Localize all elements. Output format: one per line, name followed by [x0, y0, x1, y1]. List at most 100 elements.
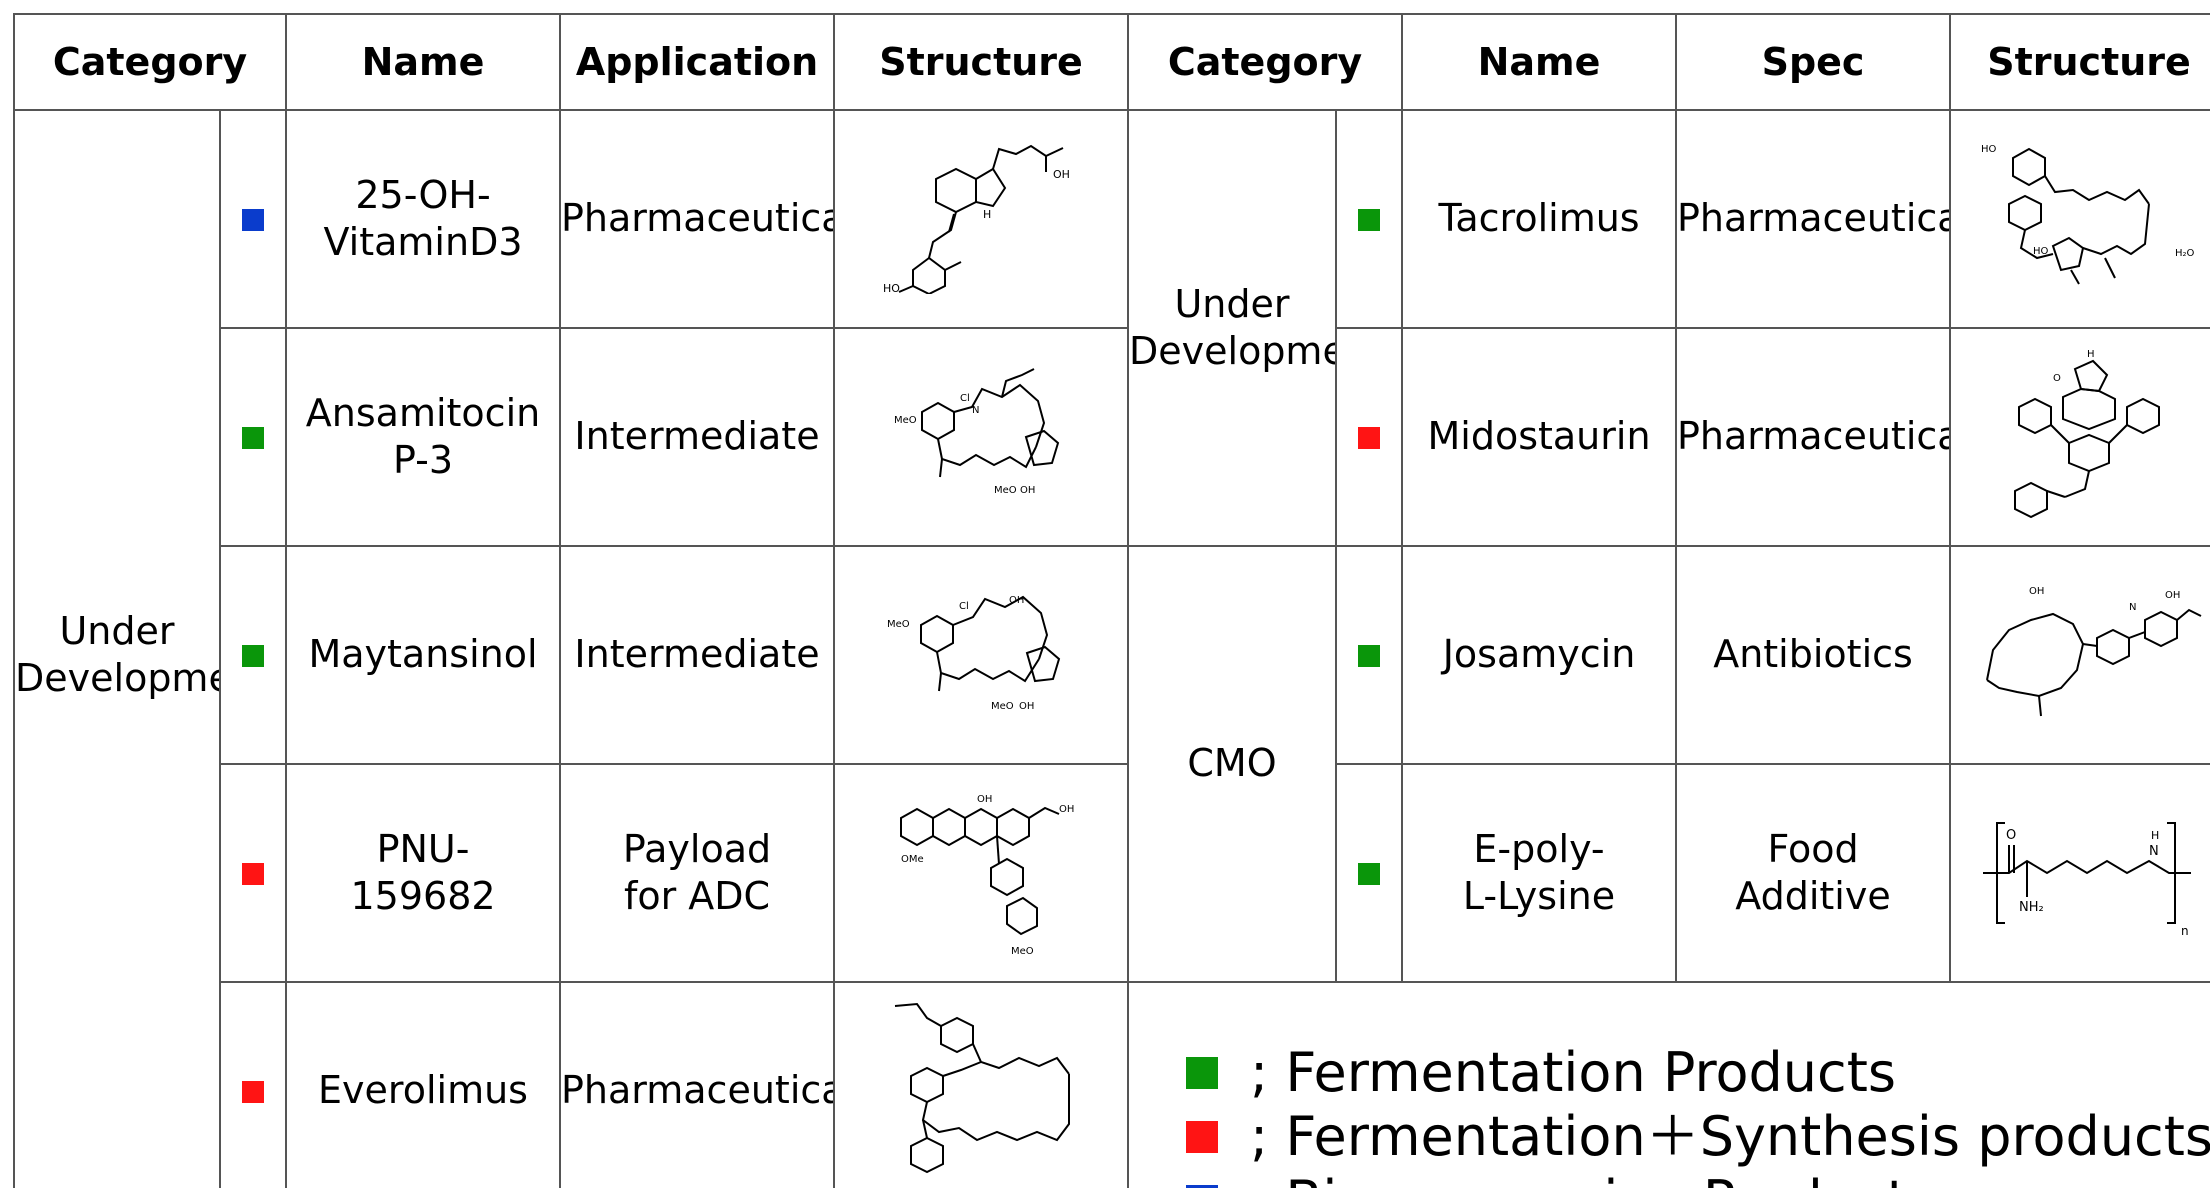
- table-row: Under Development 25-OH- VitaminD3 Pharm…: [13, 109, 1130, 1188]
- vitamin-d3-structure-icon: OH HO H: [883, 144, 1070, 294]
- right-product-table: Category Name Spec Structure Under Devel…: [1126, 13, 2210, 1188]
- legend-marker-square: [1186, 1121, 1218, 1153]
- legend-item: ; Fermentation＋Synthesis products: [1186, 1105, 2210, 1169]
- header-name: Name: [1401, 13, 1678, 111]
- n-label: N: [972, 405, 979, 416]
- structure-cell: OH OH N: [1949, 545, 2210, 765]
- application-cell: Pharmaceutical: [559, 109, 836, 329]
- name-cell: Ansamitocin P-3: [285, 327, 562, 547]
- oh-label: OH: [1059, 804, 1074, 815]
- oh-label: OH: [1009, 595, 1024, 606]
- name-cell: Everolimus: [285, 981, 562, 1188]
- header-structure: Structure: [833, 13, 1130, 111]
- ansamitocin-structure-icon: MeO Cl N MeO OH: [894, 368, 1060, 496]
- name-cell: E-poly- L-Lysine: [1401, 763, 1678, 983]
- structure-cell: H O: [1949, 327, 2210, 547]
- n-label: N: [2129, 602, 2136, 613]
- legend-label: ; Fermentation Products: [1250, 1041, 1897, 1105]
- name-cell: Tacrolimus: [1401, 109, 1678, 329]
- structure-cell: [833, 981, 1130, 1188]
- product-name: Ansamitocin P-3: [305, 390, 541, 483]
- header-category: Category: [12, 13, 288, 111]
- h-label: H: [2087, 349, 2095, 360]
- oh-label: OH: [1019, 701, 1034, 712]
- table-row: E-poly- L-Lysine Food Additive O NH₂ N H…: [1128, 763, 2210, 983]
- josamycin-structure-icon: OH OH N: [1986, 586, 2202, 717]
- oh-label: OH: [977, 794, 992, 805]
- name-cell: Midostaurin: [1401, 327, 1678, 547]
- name-cell: Maytansinol: [285, 545, 562, 765]
- ome-label: OMe: [901, 854, 924, 865]
- marker-cell: [218, 109, 288, 329]
- application-label: Payload for ADC: [622, 826, 772, 919]
- oh-label: OH: [2165, 590, 2180, 601]
- marker-cell: [218, 545, 288, 765]
- name-cell: 25-OH- VitaminD3: [285, 109, 562, 329]
- structure-cell: MeO Cl OH MeO OH: [833, 545, 1130, 765]
- cl-label: Cl: [960, 393, 970, 404]
- marker-cell: [1334, 109, 1404, 329]
- table-row: Ansamitocin P-3 Intermediate MeO Cl N Me…: [14, 327, 1130, 547]
- spec-cell: Food Additive: [1675, 763, 1952, 983]
- product-name: PNU- 159682: [350, 826, 496, 919]
- spec-cell: Antibiotics: [1675, 545, 1952, 765]
- oh-label: OH: [1053, 168, 1070, 181]
- table-row: PNU- 159682 Payload for ADC OMe OH OH Me…: [14, 763, 1130, 983]
- meo-label: MeO: [991, 701, 1014, 712]
- o-label: O: [2053, 373, 2061, 384]
- cl-label: Cl: [959, 601, 969, 612]
- category-cell: CMO: [1127, 545, 1337, 983]
- application-cell: Intermediate: [559, 327, 836, 547]
- marker-cell: [218, 763, 288, 983]
- right-header-row: Category Name Spec Structure: [1126, 13, 2210, 111]
- structure-cell: OMe OH OH MeO: [833, 763, 1130, 983]
- meo-label: MeO: [1011, 946, 1034, 957]
- structure-cell: OH HO H: [833, 109, 1130, 329]
- category-label: Under Development: [1129, 281, 1334, 374]
- application-cell: Pharmaceutical: [559, 981, 836, 1188]
- marker-square: [1358, 645, 1380, 668]
- nh2-label: NH₂: [2019, 900, 2044, 915]
- ho-label: HO: [883, 282, 900, 294]
- legend-item: ; Fermentation Products: [1186, 1041, 2210, 1105]
- table-row: Everolimus Pharmaceutical: [14, 981, 1130, 1188]
- header-spec: Spec: [1675, 13, 1952, 111]
- marker-square: [242, 427, 264, 450]
- header-application: Application: [559, 13, 836, 111]
- table-row: Under Development Tacrolimus Pharmaceuti…: [1127, 109, 2210, 547]
- marker-cell: [1334, 763, 1404, 983]
- meo-label: MeO: [994, 485, 1017, 496]
- product-name: E-poly- L-Lysine: [1462, 826, 1616, 919]
- oh-label: OH: [1020, 485, 1035, 496]
- spec-cell: Pharmaceutical: [1675, 327, 1952, 547]
- table-row: Midostaurin Pharmaceutical H O: [1128, 327, 2210, 547]
- marker-square: [1358, 427, 1380, 450]
- application-cell: Payload for ADC: [559, 763, 836, 983]
- maytansinol-structure-icon: MeO Cl OH MeO OH: [887, 595, 1061, 712]
- legend-marker-square: [1186, 1185, 1218, 1188]
- o-label: O: [2006, 828, 2016, 843]
- structure-cell: HO HO H₂O: [1949, 109, 2210, 329]
- marker-cell: [1334, 327, 1404, 547]
- marker-cell: [218, 981, 288, 1188]
- category-cell: Under Development: [13, 109, 221, 1188]
- marker-cell: [218, 327, 288, 547]
- header-name: Name: [285, 13, 562, 111]
- legend-marker-square: [1186, 1057, 1218, 1089]
- name-cell: PNU- 159682: [285, 763, 562, 983]
- category-cell: Under Development: [1127, 109, 1337, 547]
- header-category: Category: [1126, 13, 1404, 111]
- marker-cell: [1334, 545, 1404, 765]
- h-label: H: [983, 208, 991, 221]
- meo-label: MeO: [894, 415, 917, 426]
- table-row: Maytansinol Intermediate MeO Cl OH MeO O…: [14, 545, 1130, 765]
- meo-label: MeO: [887, 619, 910, 630]
- legend-cell: ; Fermentation Products ; Fermentation＋S…: [1128, 982, 2210, 1188]
- legend-item: ; Bio-conversion Products: [1186, 1169, 2210, 1188]
- ho-label: HO: [2033, 246, 2049, 257]
- legend: ; Fermentation Products ; Fermentation＋S…: [1128, 983, 2210, 1188]
- marker-square: [1358, 863, 1380, 886]
- marker-square: [242, 209, 264, 232]
- h-label: H: [2151, 829, 2159, 842]
